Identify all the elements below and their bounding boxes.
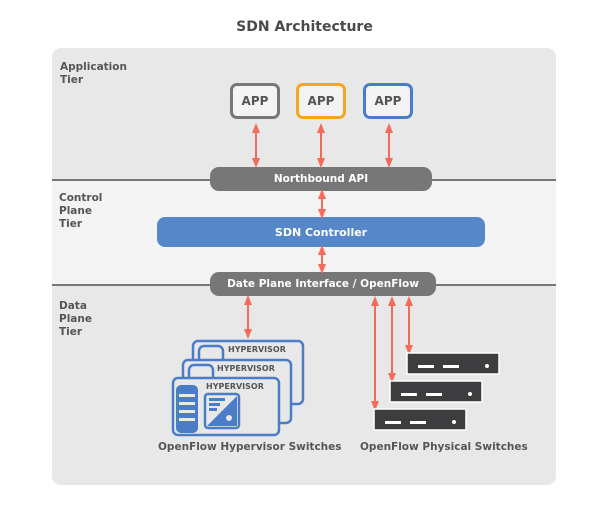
hypervisor-label-front: HYPERVISOR [206, 382, 264, 391]
northbound-api: Northbound API [210, 167, 432, 191]
virtual-machine-icon [203, 392, 241, 430]
app-box-gray: APP [230, 83, 280, 119]
architecture-panel: Application Tier Control Plane Tier Data… [52, 48, 556, 485]
physical-switch-3 [373, 408, 467, 431]
app-box-orange: APP [296, 83, 346, 119]
tier-label-data: Data Plane Tier [59, 300, 92, 338]
tier-label-control: Control Plane Tier [59, 192, 103, 230]
server-icon [176, 385, 198, 433]
sdn-controller: SDN Controller [157, 217, 485, 247]
southbound-interface: Date Plane Interface / OpenFlow [210, 272, 436, 296]
tier-label-application: Application Tier [60, 61, 127, 86]
hypervisor-label-back: HYPERVISOR [228, 345, 286, 354]
physical-switches-caption: OpenFlow Physical Switches [360, 441, 528, 453]
hypervisor-label-middle: HYPERVISOR [217, 364, 275, 373]
app-box-blue: APP [363, 83, 413, 119]
physical-switch-1 [406, 352, 500, 375]
physical-switch-2 [389, 380, 483, 403]
diagram-title: SDN Architecture [236, 19, 373, 35]
hypervisor-card-front: HYPERVISOR [171, 376, 281, 437]
hypervisor-switches-caption: OpenFlow Hypervisor Switches [158, 441, 342, 453]
